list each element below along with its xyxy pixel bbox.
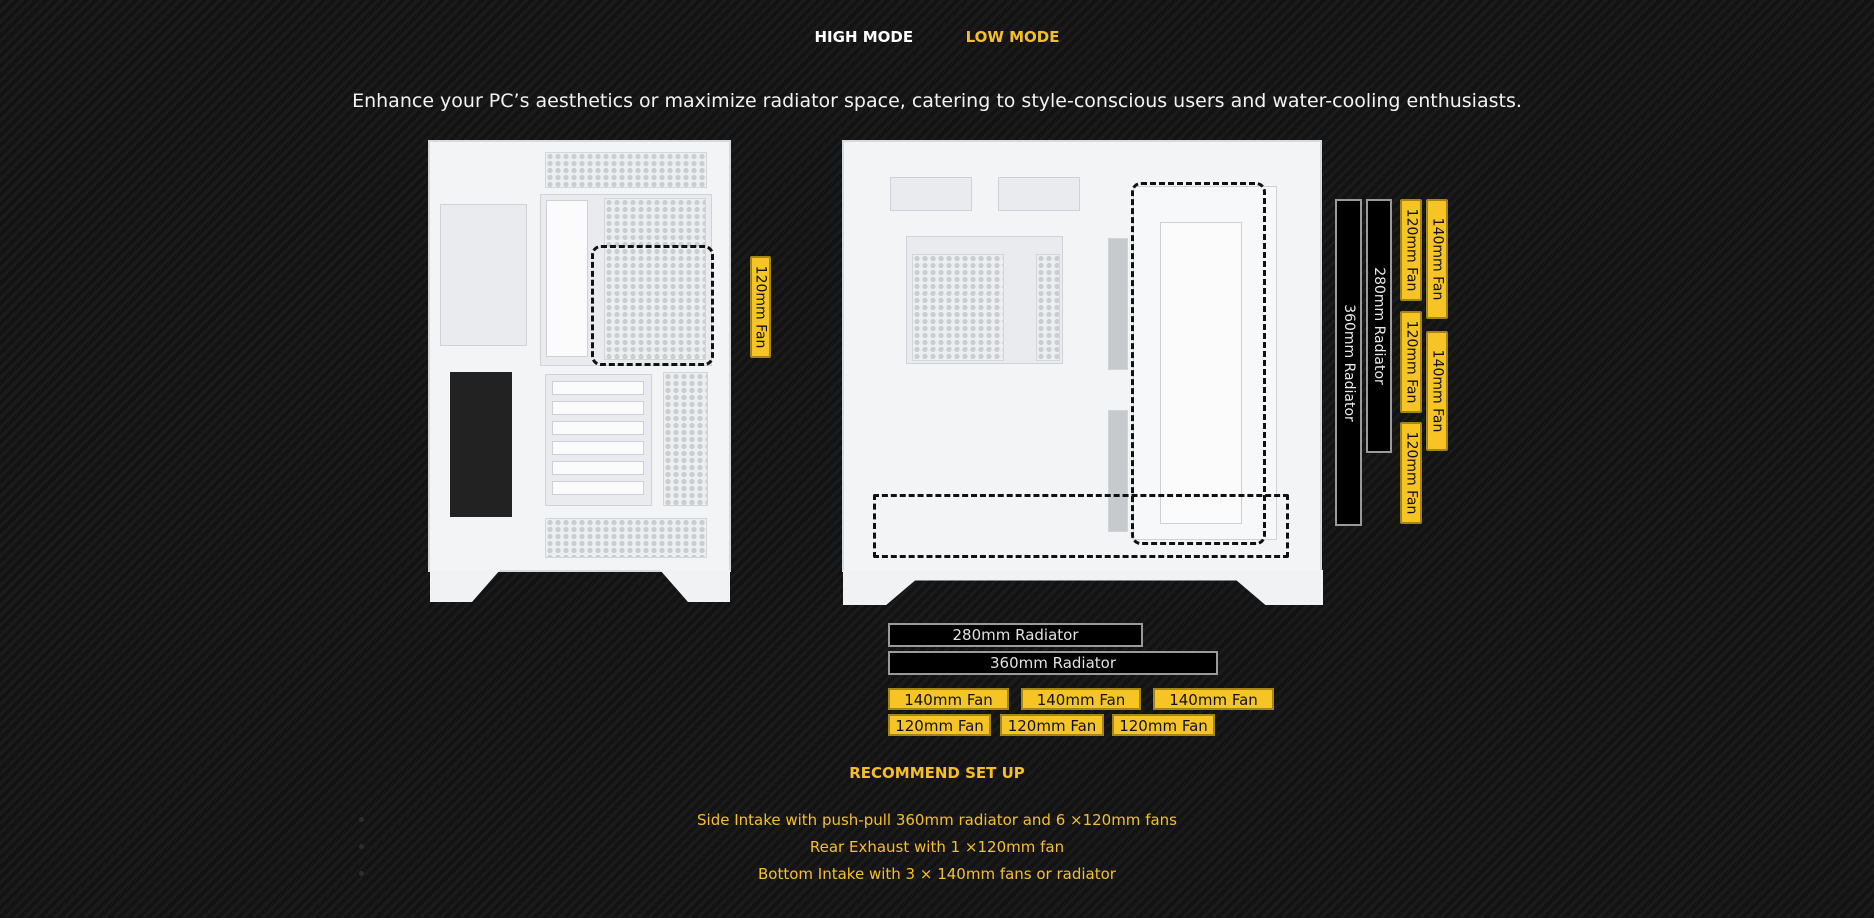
recommend-item: Rear Exhaust with 1 ×120mm fan	[809, 838, 1065, 856]
bottom-120mm-fan-badge-2: 120mm Fan	[1000, 714, 1104, 736]
psu-opening	[450, 372, 512, 517]
side-280mm-radiator-badge: 280mm Radiator	[1366, 199, 1392, 453]
tab-low-mode[interactable]: LOW MODE	[965, 28, 1060, 46]
bottom-vent	[545, 518, 707, 558]
bottom-120mm-fan-badge-3: 120mm Fan	[1112, 714, 1215, 736]
mode-tabs: HIGH MODE LOW MODE	[0, 28, 1874, 47]
side-360mm-radiator-badge: 360mm Radiator	[1335, 199, 1362, 526]
recommend-item: Side Intake with push-pull 360mm radiato…	[697, 811, 1177, 829]
rear-bracket	[546, 200, 588, 357]
case-rear-foot-left	[430, 570, 500, 602]
tray-vent-narrow	[1036, 254, 1060, 361]
side-bracket	[1160, 222, 1242, 524]
side-120mm-fan-badge-3: 120mm Fan	[1400, 422, 1422, 524]
case-rear-foot-right	[660, 570, 730, 602]
top-bracket-right	[998, 177, 1080, 211]
bullet-dot	[359, 871, 364, 876]
tab-high-mode[interactable]: HIGH MODE	[814, 28, 914, 46]
recommend-item: Bottom Intake with 3 × 140mm fans or rad…	[758, 865, 1116, 883]
tray-vent	[912, 254, 1004, 361]
side-120mm-fan-badge-1: 120mm Fan	[1400, 199, 1422, 301]
bottom-radiator-outline	[873, 494, 1289, 558]
rear-fan-vent	[604, 198, 706, 360]
recommend-list: Side Intake with push-pull 360mm radiato…	[0, 810, 1874, 891]
bullet-dot	[359, 817, 364, 822]
side-140mm-fan-badge-1: 140mm Fan	[1426, 199, 1448, 319]
bottom-140mm-fan-badge-3: 140mm Fan	[1153, 688, 1274, 710]
top-bracket-left	[890, 177, 972, 211]
side-vent	[663, 372, 708, 506]
bullet-dot	[359, 844, 364, 849]
bottom-360mm-radiator-badge: 360mm Radiator	[888, 651, 1218, 675]
tagline: Enhance your PC’s aesthetics or maximize…	[352, 90, 1522, 112]
side-radiator-outline	[1131, 182, 1266, 545]
recommend-title: RECOMMEND SET UP	[849, 764, 1025, 782]
pci-slot-area	[545, 374, 652, 506]
io-area	[440, 204, 527, 346]
side-140mm-fan-badge-2: 140mm Fan	[1426, 331, 1448, 451]
top-vent	[545, 152, 707, 188]
case-side-feet	[843, 570, 1323, 605]
bottom-140mm-fan-badge-2: 140mm Fan	[1021, 688, 1141, 710]
cable-grommet-upper	[1108, 238, 1128, 370]
rear-120mm-fan-badge: 120mm Fan	[750, 256, 771, 358]
side-120mm-fan-badge-2: 120mm Fan	[1400, 311, 1422, 413]
bottom-120mm-fan-badge-1: 120mm Fan	[888, 714, 991, 736]
bottom-280mm-radiator-badge: 280mm Radiator	[888, 623, 1143, 647]
cable-grommet-lower	[1108, 410, 1128, 532]
bottom-140mm-fan-badge-1: 140mm Fan	[888, 688, 1009, 710]
rear-fan-outline	[591, 245, 714, 366]
